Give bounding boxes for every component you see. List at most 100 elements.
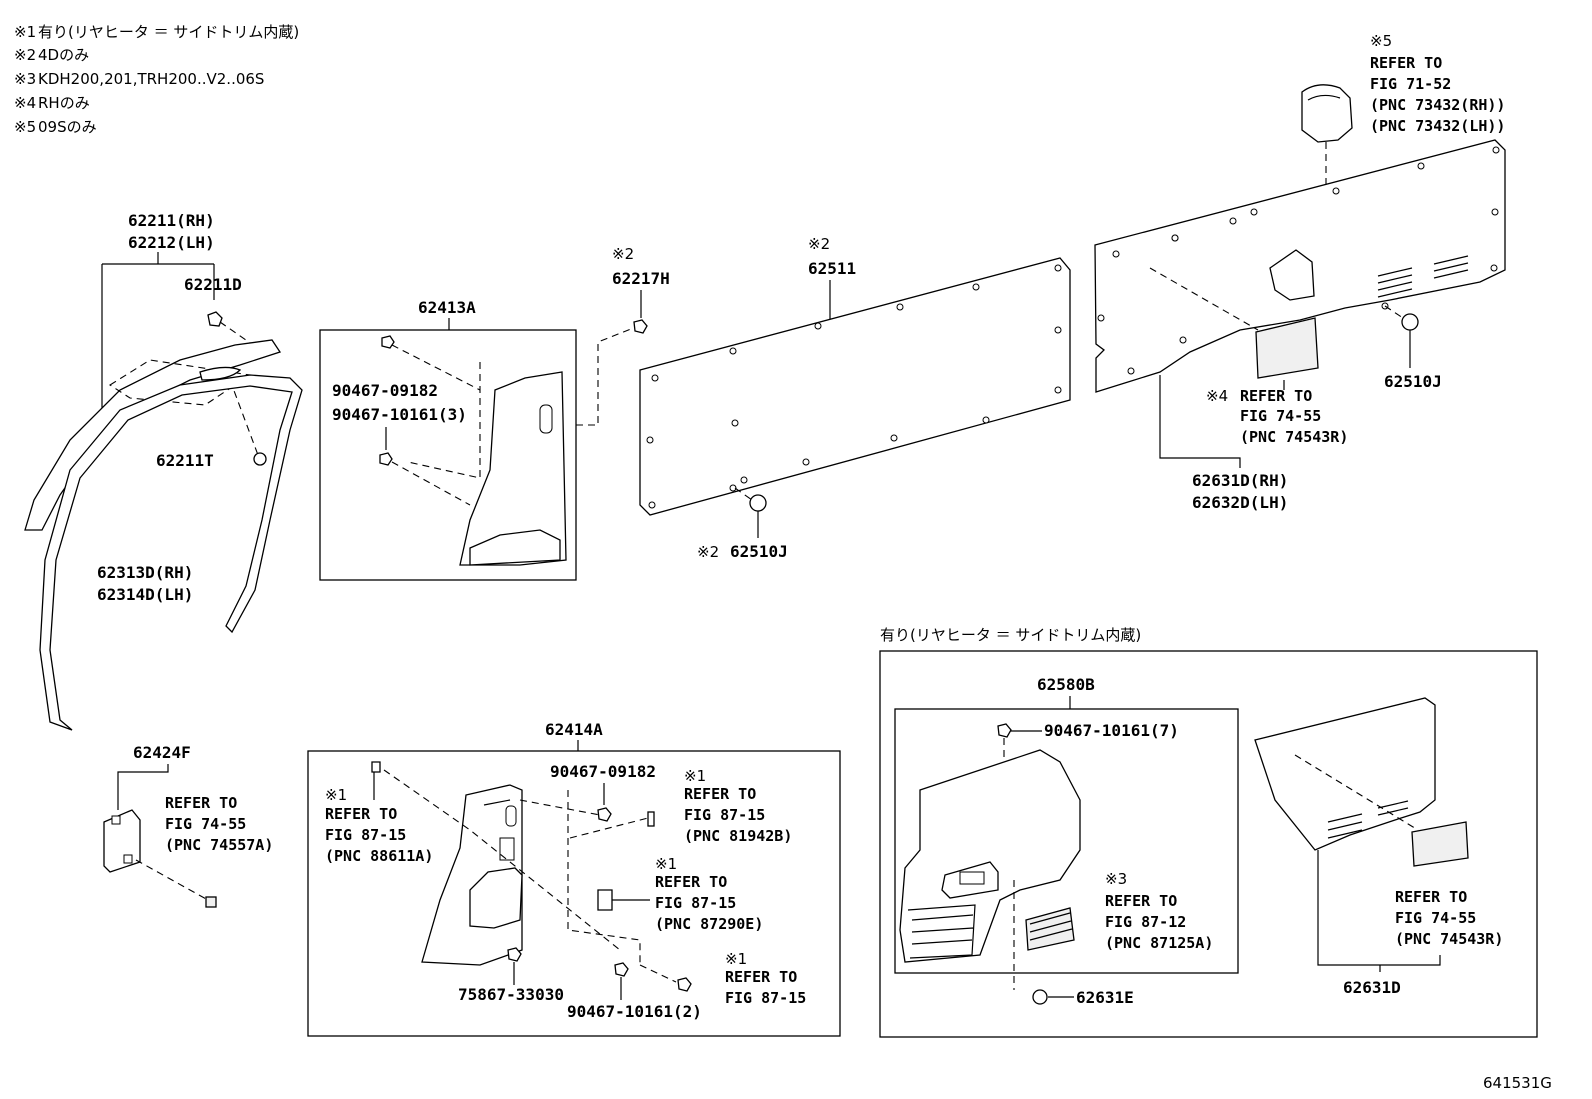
bracket-62424F-group: 62424F REFER TO FIG 74-55 (PNC 74557A) [103, 743, 273, 908]
trim-62414A-switch [499, 837, 515, 861]
heater-trim-handle [959, 871, 985, 885]
ref-74-55-b-line2: FIG 74-55 [165, 815, 246, 833]
label-62631D-rh: 62631D(RH) [1192, 471, 1288, 490]
label-62580B: 62580B [1037, 675, 1095, 694]
ref-74-55-b-line3: (PNC 74557A) [165, 836, 273, 854]
ref-87-15-a-line2: FIG 87-15 [325, 826, 406, 844]
dash-62211T [229, 379, 259, 456]
heater-trim-grille [907, 904, 976, 959]
ref-87-15-a-line3: (PNC 88611A) [325, 847, 433, 865]
clip-75867-icon [507, 947, 522, 962]
label-62212: 62212(LH) [128, 233, 215, 252]
clip-90467-10161-icon [379, 452, 393, 466]
clip-bottom-icon [677, 977, 692, 992]
mark-62217H: ※2 [612, 245, 634, 263]
dash-garnish-outline [108, 359, 252, 406]
mark-88611A: ※1 [325, 786, 347, 804]
label-62211D: 62211D [184, 275, 242, 294]
pillar-garnish-group: 62211(RH) 62212(LH) 62211D 62211T 62313D… [24, 211, 303, 731]
bracket-62424F-shape [103, 809, 141, 873]
ref-71-52-line4: (PNC 73432(LH)) [1370, 117, 1505, 135]
trim-62414A-group: 62414A ※1 REFER TO FIG 87-15 (PNC 88611A… [307, 720, 841, 1037]
ref-87-12-line2: FIG 87-12 [1105, 913, 1186, 931]
heater-87125A-grille [1029, 912, 1073, 941]
ref-71-52-line1: REFER TO [1370, 54, 1442, 72]
ref-87-15-b-line3: (PNC 81942B) [684, 827, 792, 845]
side-panel-group: ※5 REFER TO FIG 71-52 (PNC 73432(RH)) (P… [1094, 32, 1506, 512]
clip-62631E-icon [1032, 989, 1048, 1005]
label-90467-10161-7: 90467-10161(7) [1044, 721, 1179, 740]
trim-62413A-slot [539, 404, 553, 434]
mark-87290E: ※1 [655, 855, 677, 873]
ref-74-55-c-line2: FIG 74-55 [1395, 909, 1476, 927]
clip-62211D-icon [207, 311, 223, 327]
notes-legend: ※1 有り(リヤヒータ ＝ サイドトリム内蔵) ※2 4Dのみ ※3 KDH20… [14, 23, 299, 136]
label-62414A: 62414A [545, 720, 603, 739]
ref-87-15-c-line2: FIG 87-15 [655, 894, 736, 912]
heater-87125A-icon [1025, 907, 1075, 951]
cover-73432-detail [1307, 94, 1341, 101]
pad-74543R-b-icon [1411, 821, 1469, 867]
panel-62511-shape [639, 257, 1071, 516]
dash-62510J-a [734, 487, 753, 501]
note-5-mark: ※5 [14, 118, 36, 136]
note-4-text: RHのみ [38, 94, 90, 112]
label-62413A: 62413A [418, 298, 476, 317]
dash-81942B [569, 817, 649, 839]
clip-90467-10161-7-icon [997, 723, 1012, 738]
label-62510J-a: 62510J [730, 542, 788, 561]
ref-74-55-b-line1: REFER TO [165, 794, 237, 812]
mark-bottom: ※1 [725, 950, 747, 968]
ref-74-55-c-line3: (PNC 74543R) [1395, 930, 1503, 948]
label-90467-09182-b: 90467-09182 [550, 762, 656, 781]
clip-62217H-icon [633, 319, 648, 334]
pad-74543R-icon [1255, 317, 1319, 379]
dash-88611A [383, 769, 621, 951]
mark-62511: ※2 [808, 235, 830, 253]
ref-74-55-a-line3: (PNC 74543R) [1240, 428, 1348, 446]
switch-87290E-icon [597, 889, 613, 911]
clip-62211T-icon [253, 452, 267, 466]
mark-5: ※5 [1370, 32, 1392, 50]
box-rear-heater [879, 650, 1538, 1038]
clip-88611A-icon [371, 761, 381, 773]
label-62211: 62211(RH) [128, 211, 215, 230]
weatherstrip-shape [39, 374, 303, 731]
label-62632D-lh: 62632D(LH) [1192, 493, 1288, 512]
label-62217H: 62217H [612, 269, 670, 288]
garnish-slot-icon [199, 366, 242, 381]
label-90467-09182-a: 90467-09182 [332, 381, 438, 400]
figure-id: 641531G [1483, 1074, 1552, 1092]
box-62414A [307, 750, 841, 1037]
mark-4: ※4 [1206, 387, 1228, 405]
ref-74-55-a-line2: FIG 74-55 [1240, 407, 1321, 425]
label-62314D: 62314D(LH) [97, 585, 193, 604]
dash-62413A-frame [407, 362, 481, 479]
clip-62510J-a-icon [749, 494, 767, 512]
ref-71-52-line2: FIG 71-52 [1370, 75, 1451, 93]
label-62313D: 62313D(RH) [97, 563, 193, 582]
label-90467-10161-2: 90467-10161(2) [567, 1002, 702, 1021]
note-1-text: 有り(リヤヒータ ＝ サイドトリム内蔵) [38, 23, 299, 41]
ref-71-52-line3: (PNC 73432(RH)) [1370, 96, 1505, 114]
ref-87-15-b-line1: REFER TO [684, 785, 756, 803]
ref-87-12-line3: (PNC 87125A) [1105, 934, 1213, 952]
ref-87-15-a-line1: REFER TO [325, 805, 397, 823]
pad-74557A-icon [205, 896, 217, 908]
panel-62511-group: ※2 62217H ※2 62511 ※2 62510J [612, 235, 1071, 561]
dash-62510J-b [1384, 305, 1404, 319]
mark-62510J: ※2 [697, 543, 719, 561]
ref-87-15-b-line2: FIG 87-15 [684, 806, 765, 824]
leader-62424F [117, 764, 169, 810]
panel-62631D-shape [1254, 697, 1436, 851]
clip-90467-10161-2-icon [614, 962, 629, 977]
clip-90467-09182-b-icon [597, 807, 612, 822]
note-3-text: KDH200,201,TRH200..V2..06S [38, 70, 264, 88]
label-62424F: 62424F [133, 743, 191, 762]
cover-73432-icon [1301, 84, 1353, 143]
ref-74-55-c-line1: REFER TO [1395, 888, 1467, 906]
label-62510J-b: 62510J [1384, 372, 1442, 391]
side-panel-vent-icon [1377, 255, 1469, 298]
label-62631D: 62631D [1343, 978, 1401, 997]
